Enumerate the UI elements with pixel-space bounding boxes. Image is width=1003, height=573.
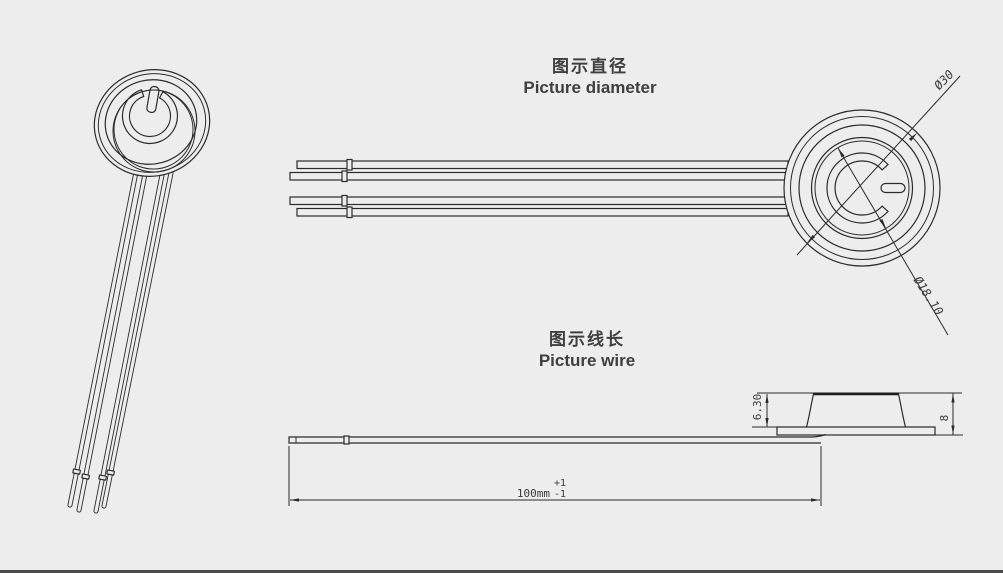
dim-label-inner-diameter: Ø18.10 — [911, 274, 946, 318]
wire — [296, 160, 789, 170]
wire-bundle-top — [289, 158, 789, 219]
arrowhead — [290, 498, 299, 502]
dim-label-tolerance-minus: -1 — [554, 489, 566, 500]
arrowhead — [765, 418, 769, 427]
footer-divider — [0, 570, 1003, 573]
arrowhead — [806, 234, 816, 244]
wire-title-en: Picture wire — [538, 351, 636, 370]
arrowhead — [765, 394, 769, 403]
dim-label-outer-diameter: Ø30 — [931, 67, 956, 92]
button-ring — [798, 124, 926, 252]
dim-label-dome-height: 6.30 — [751, 394, 764, 421]
wire-title-zh: 图示线长 — [549, 330, 625, 349]
wire-joint — [106, 469, 115, 476]
button-ring — [790, 116, 934, 260]
wire-joint — [341, 194, 348, 207]
wire-joint — [98, 474, 107, 481]
wire — [289, 171, 789, 181]
top-view: Ø30 Ø18.10 — [289, 67, 961, 336]
diameter-leader-outer — [796, 75, 961, 256]
arrowhead — [951, 425, 955, 435]
arrowhead — [951, 393, 955, 403]
dome-side-right — [897, 393, 907, 428]
diameter-leader-inner — [837, 147, 949, 336]
diameter-title-zh: 图示直径 — [552, 57, 628, 76]
arrowhead — [908, 132, 918, 142]
dome-base-circle-inner — [113, 89, 194, 170]
dim-label-tolerance-plus: +1 — [554, 478, 566, 489]
dim-label-wire-length: 100mm — [517, 487, 550, 500]
diameter-section-title: 图示直径 Picture diameter — [480, 56, 700, 98]
wire-section-title: 图示线长 Picture wire — [477, 329, 697, 371]
base-plate — [776, 426, 936, 436]
button-ring — [810, 136, 914, 240]
button-ring — [814, 140, 910, 236]
wire-joint — [346, 158, 353, 171]
wire-joint — [343, 435, 350, 445]
wire-joint — [346, 206, 353, 219]
perspective-view — [67, 69, 211, 514]
wire-strip — [288, 433, 827, 444]
wire — [289, 196, 789, 206]
arrowhead — [879, 219, 886, 229]
wire-bundle — [67, 169, 174, 514]
button-flange-outer — [93, 69, 211, 177]
side-view: 6.30 8 100mm +1 -1 — [288, 392, 963, 506]
dim-label-total-height: 8 — [938, 415, 951, 422]
diameter-title-en: Picture diameter — [523, 78, 657, 97]
wire-joint — [81, 473, 90, 480]
touch-electrode-icon — [826, 152, 906, 224]
button-top-edge — [104, 79, 198, 165]
wire-joint — [72, 468, 81, 475]
arrowhead — [838, 148, 845, 158]
power-icon — [121, 85, 179, 145]
dome-side-left — [805, 393, 815, 428]
wire — [296, 207, 789, 217]
arrowhead — [811, 498, 820, 502]
wire-joint — [341, 170, 348, 183]
